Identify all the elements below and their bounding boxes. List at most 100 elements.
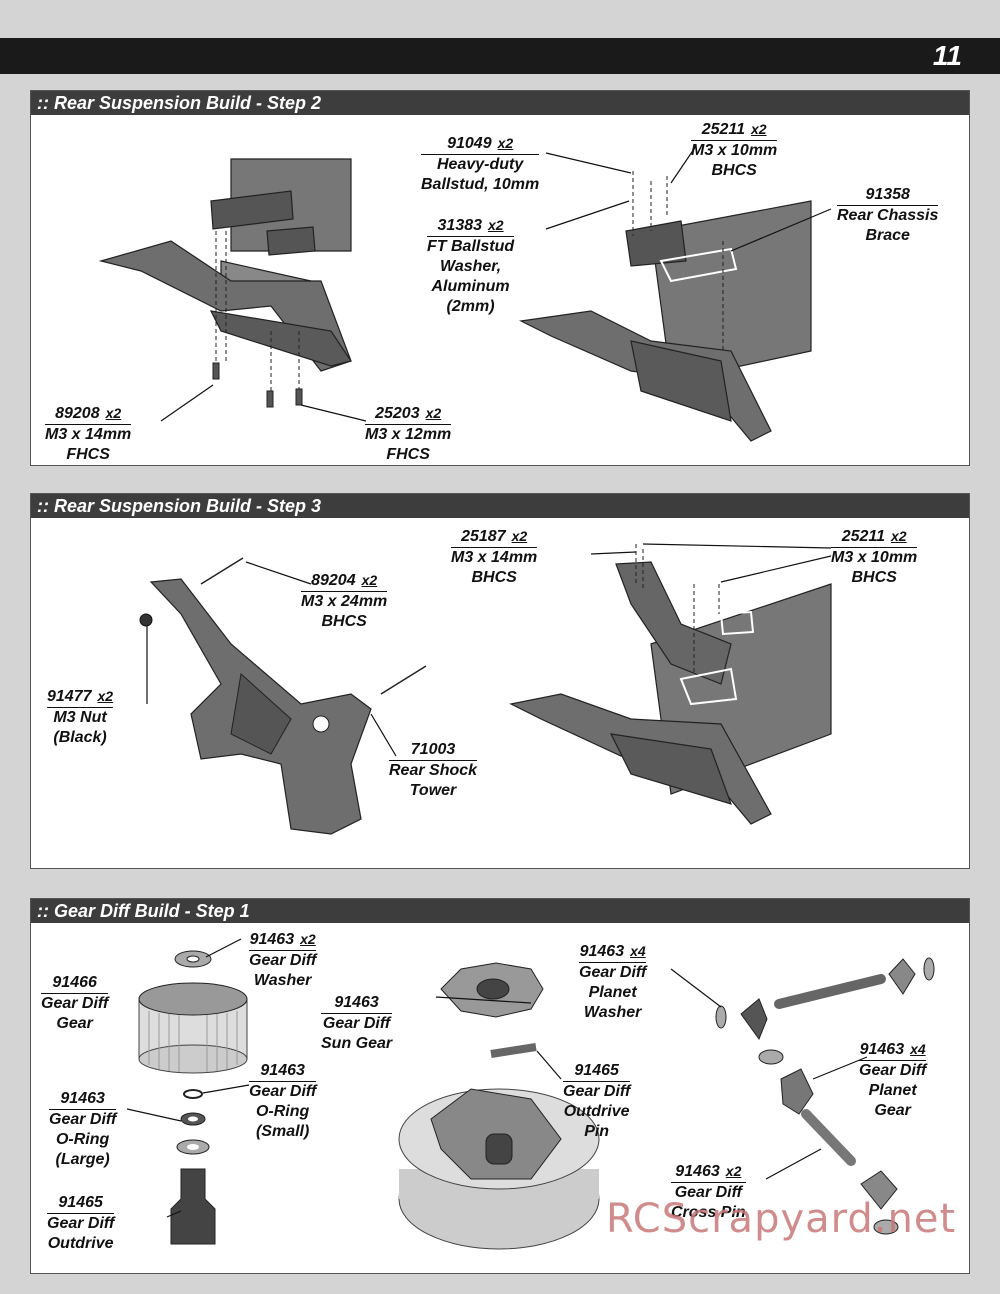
part-desc: BHCS bbox=[851, 569, 897, 586]
part-desc: M3 x 14mm bbox=[45, 426, 132, 443]
part-desc: M3 x 10mm bbox=[691, 142, 778, 159]
part-qty: x2 bbox=[725, 1163, 742, 1179]
part-desc: Rear Shock bbox=[389, 762, 478, 779]
part-number: 91466 bbox=[41, 973, 109, 994]
part-desc: Gear Diff bbox=[859, 1062, 927, 1079]
part-desc: FHCS bbox=[66, 446, 110, 463]
part-desc: M3 x 14mm bbox=[451, 549, 538, 566]
part-number: 91465 bbox=[47, 1193, 115, 1214]
part-desc: Pin bbox=[584, 1123, 610, 1140]
section-title: :: Rear Suspension Build - Step 2 bbox=[37, 93, 322, 113]
part-number: 25203 bbox=[375, 405, 420, 422]
part-desc: Gear Diff bbox=[41, 995, 109, 1012]
callout-gear-diff-outdrive: 91465 Gear Diff Outdrive bbox=[47, 1193, 115, 1254]
callout-89204: 89204 x2 M3 x 24mm BHCS bbox=[301, 570, 388, 632]
part-number: 91463 bbox=[321, 993, 393, 1014]
watermark: RCScrapyard.net bbox=[606, 1196, 957, 1242]
callout-91049: 91049 x2 Heavy-duty Ballstud, 10mm bbox=[421, 133, 540, 195]
callout-gear-diff-outdrive-pin: 91465 Gear Diff Outdrive Pin bbox=[563, 1061, 631, 1142]
part-desc: Gear Diff bbox=[579, 964, 647, 981]
part-desc: Gear Diff bbox=[322, 1015, 391, 1032]
part-desc: BHCS bbox=[321, 613, 367, 630]
section-header: :: Rear Suspension Build - Step 2 bbox=[31, 91, 969, 115]
callout-91477: 91477 x2 M3 Nut (Black) bbox=[47, 686, 114, 748]
page-header-bar bbox=[0, 38, 1000, 74]
part-desc: Heavy-duty bbox=[437, 156, 524, 173]
part-qty: x2 bbox=[511, 528, 528, 544]
part-qty: x4 bbox=[910, 1041, 926, 1057]
callout-gear-diff-gear: 91466 Gear Diff Gear bbox=[41, 973, 109, 1034]
part-number: 25187 bbox=[461, 528, 506, 545]
part-desc: Gear Diff bbox=[47, 1215, 115, 1232]
section-gear-diff-step-1: :: Gear Diff Build - Step 1 bbox=[30, 898, 970, 1274]
part-desc: Planet bbox=[868, 1082, 917, 1099]
part-desc: Gear bbox=[56, 1015, 93, 1032]
section-header: :: Rear Suspension Build - Step 3 bbox=[31, 494, 969, 518]
callout-25211: 25211 x2 M3 x 10mm BHCS bbox=[691, 119, 778, 181]
section-title: :: Rear Suspension Build - Step 3 bbox=[37, 496, 322, 516]
part-number: 89204 bbox=[311, 572, 356, 589]
part-desc: Ballstud, 10mm bbox=[421, 176, 540, 193]
part-desc: Planet bbox=[588, 984, 637, 1001]
part-number: 91463 bbox=[579, 943, 625, 960]
step-3-diagram bbox=[139, 543, 832, 835]
section-rear-suspension-step-2: :: Rear Suspension Build - Step 2 bbox=[30, 90, 970, 466]
part-desc: Gear Diff bbox=[249, 952, 317, 969]
part-qty: x2 bbox=[300, 931, 316, 947]
part-number: 91463 bbox=[249, 931, 295, 948]
part-desc: M3 x 24mm bbox=[301, 593, 388, 610]
part-desc: BHCS bbox=[471, 569, 517, 586]
part-desc: Brace bbox=[865, 227, 910, 244]
part-desc: Tower bbox=[409, 782, 457, 799]
callout-25187: 25187 x2 M3 x 14mm BHCS bbox=[451, 526, 538, 588]
part-number: 91463 bbox=[859, 1041, 905, 1058]
part-number: 91477 bbox=[47, 688, 92, 705]
part-desc: Outdrive bbox=[563, 1103, 630, 1120]
part-desc: Gear Diff bbox=[49, 1111, 117, 1128]
part-desc: M3 Nut bbox=[53, 709, 107, 726]
part-qty: x2 bbox=[97, 688, 114, 704]
callout-25211-step3: 25211 x2 M3 x 10mm BHCS bbox=[831, 526, 918, 588]
part-desc: (Black) bbox=[53, 729, 107, 746]
part-desc: Aluminum bbox=[431, 278, 510, 295]
part-desc: Washer bbox=[253, 972, 312, 989]
part-qty: x2 bbox=[361, 572, 378, 588]
section-rear-suspension-step-3: :: Rear Suspension Build - Step 3 bbox=[30, 493, 970, 869]
part-qty: x2 bbox=[497, 135, 514, 151]
part-number: 91049 bbox=[447, 135, 492, 152]
callout-91358: 91358 Rear Chassis Brace bbox=[837, 185, 939, 246]
section-header: :: Gear Diff Build - Step 1 bbox=[31, 899, 969, 923]
part-qty: x2 bbox=[751, 121, 767, 137]
part-qty: x2 bbox=[425, 405, 442, 421]
part-desc: Washer, bbox=[440, 258, 502, 275]
part-desc: Rear Chassis bbox=[837, 207, 939, 224]
part-desc: Cross Pin bbox=[671, 1204, 746, 1221]
callout-gear-diff-planet-gear: 91463 x4 Gear Diff Planet Gear bbox=[859, 1039, 927, 1121]
callout-gear-diff-o-ring-large: 91463 Gear Diff O-Ring (Large) bbox=[49, 1089, 117, 1170]
part-desc: Washer bbox=[583, 1004, 642, 1021]
part-desc: FT Ballstud bbox=[427, 238, 515, 255]
part-number: 31383 bbox=[437, 217, 483, 234]
step-2-diagram bbox=[98, 145, 832, 442]
part-number: 91463 bbox=[249, 1061, 317, 1082]
part-number: 25211 bbox=[701, 121, 745, 138]
callout-gear-diff-o-ring-small: 91463 Gear Diff O-Ring (Small) bbox=[249, 1061, 317, 1142]
part-desc: (2mm) bbox=[446, 298, 495, 315]
part-desc: Gear bbox=[874, 1102, 911, 1119]
part-qty: x2 bbox=[891, 528, 907, 544]
part-number: 91358 bbox=[837, 185, 939, 206]
part-desc: BHCS bbox=[711, 162, 757, 179]
part-desc: Gear Diff bbox=[249, 1083, 317, 1100]
part-number: 25211 bbox=[841, 528, 885, 545]
part-desc: (Small) bbox=[255, 1123, 310, 1140]
part-number: 71003 bbox=[389, 740, 478, 761]
callout-71003: 71003 Rear Shock Tower bbox=[389, 740, 478, 801]
page-number: 11 bbox=[932, 40, 962, 71]
part-desc: O-Ring bbox=[255, 1103, 310, 1120]
part-desc: M3 x 10mm bbox=[831, 549, 918, 566]
part-number: 91465 bbox=[563, 1061, 631, 1082]
